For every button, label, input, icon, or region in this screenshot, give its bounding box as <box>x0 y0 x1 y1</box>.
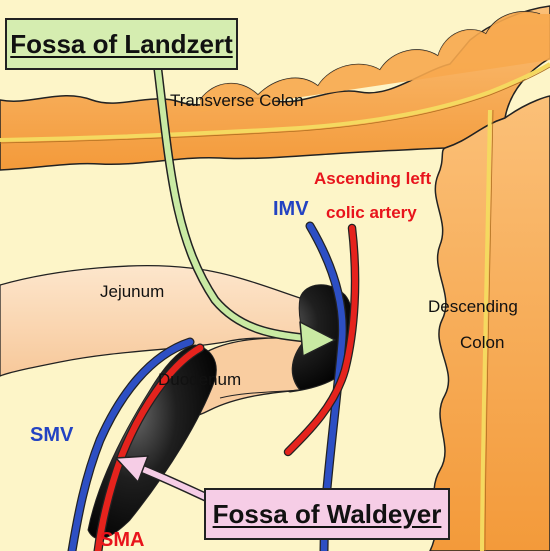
smv-label: SMV <box>30 424 74 446</box>
fossa-of-landzert-label: Fossa of Landzert <box>10 28 233 59</box>
transverse-colon-label: Transverse Colon <box>170 91 304 110</box>
transverse-colon-top <box>200 11 550 113</box>
ascending-left-colic-label-line1: Ascending left <box>314 169 432 188</box>
descending-colon-label-line2: Colon <box>460 333 505 352</box>
landzert-arrowhead <box>299 321 336 357</box>
descending-colon-label-line1: Descending <box>428 297 518 316</box>
jejunum-label: Jejunum <box>100 282 165 301</box>
duodenum-label: Duodenum <box>158 370 242 389</box>
fossa-of-waldeyer-label: Fossa of Waldeyer <box>212 498 442 529</box>
ascending-left-colic-label-line2: colic artery <box>326 203 417 222</box>
sma-label: SMA <box>100 529 145 551</box>
imv-label: IMV <box>273 198 309 220</box>
descending-colon-stripe <box>480 109 492 551</box>
fossa-of-landzert-label-box: Fossa of Landzert <box>5 18 238 70</box>
transverse-colon-stripe <box>0 62 550 142</box>
waldeyer-arrowhead <box>115 455 149 483</box>
fossa-of-waldeyer-label-box: Fossa of Waldeyer <box>204 488 450 540</box>
